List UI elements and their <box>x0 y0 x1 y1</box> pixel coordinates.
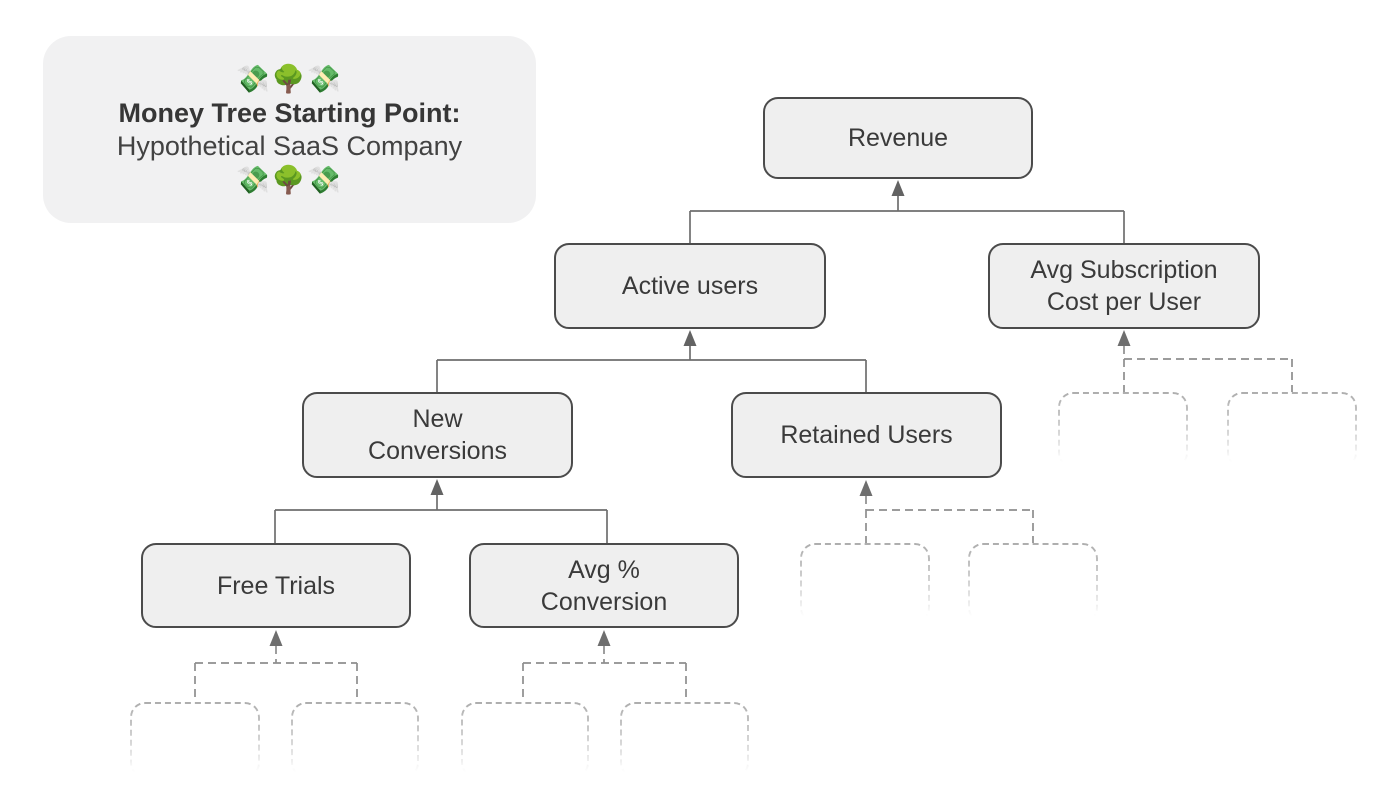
node-revenue-label: Revenue <box>847 124 949 152</box>
title-card: 💸🌳💸 Money Tree Starting Point: Hypotheti… <box>43 36 536 223</box>
node-revenue: Revenue <box>763 97 1033 179</box>
ghost-node-avg-conversion-child-1 <box>461 702 589 778</box>
node-free-trials: Free Trials <box>141 543 411 628</box>
arrowhead-into-free-trials <box>269 630 283 646</box>
node-avg-percent-conversion-label: Avg % Conversion <box>540 555 668 616</box>
arrowhead-into-new-conversions <box>430 479 444 495</box>
connector-revenue-children <box>689 194 1125 243</box>
connector-new-conversions-children <box>274 494 608 543</box>
ghost-node-free-trials-child-1 <box>130 702 260 778</box>
node-active-users-label: Active users <box>621 272 759 300</box>
ghost-node-avg-subscription-child-2 <box>1227 392 1357 468</box>
connector-active-users-children <box>436 344 867 392</box>
node-retained-users: Retained Users <box>731 392 1002 478</box>
node-avg-subscription-cost-label: Avg Subscription Cost per User <box>1030 256 1218 316</box>
arrowhead-into-active-users <box>683 330 697 346</box>
ghost-node-avg-subscription-child-1 <box>1058 392 1188 468</box>
connector-avg-conversion-ghosts <box>522 646 687 702</box>
connector-avg-subscription-ghosts <box>1123 346 1293 392</box>
arrowhead-into-retained-users <box>859 480 873 496</box>
money-tree-emoji-row-bottom: 💸🌳💸 <box>236 165 343 195</box>
title-card-subheading: Hypothetical SaaS Company <box>116 131 463 161</box>
ghost-node-retained-users-child-2 <box>968 543 1098 623</box>
node-avg-subscription-cost: Avg Subscription Cost per User <box>988 243 1260 329</box>
node-new-conversions: New Conversions <box>302 392 573 478</box>
title-card-heading: Money Tree Starting Point: <box>118 98 461 128</box>
arrowhead-into-avg-conversion <box>597 630 611 646</box>
money-tree-emoji-row-top: 💸🌳💸 <box>236 64 343 94</box>
node-avg-percent-conversion: Avg % Conversion <box>469 543 739 628</box>
connector-free-trials-ghosts <box>194 646 358 702</box>
ghost-node-retained-users-child-1 <box>800 543 930 623</box>
ghost-node-avg-conversion-child-2 <box>620 702 749 778</box>
node-free-trials-label: Free Trials <box>216 571 336 600</box>
arrowhead-into-revenue <box>891 180 905 196</box>
node-active-users: Active users <box>554 243 826 329</box>
ghost-node-free-trials-child-2 <box>291 702 419 778</box>
connector-retained-users-ghosts <box>865 496 1034 543</box>
node-new-conversions-label: New Conversions <box>368 405 507 465</box>
node-retained-users-label: Retained Users <box>780 421 953 449</box>
arrowhead-into-avg-subscription <box>1117 330 1131 346</box>
